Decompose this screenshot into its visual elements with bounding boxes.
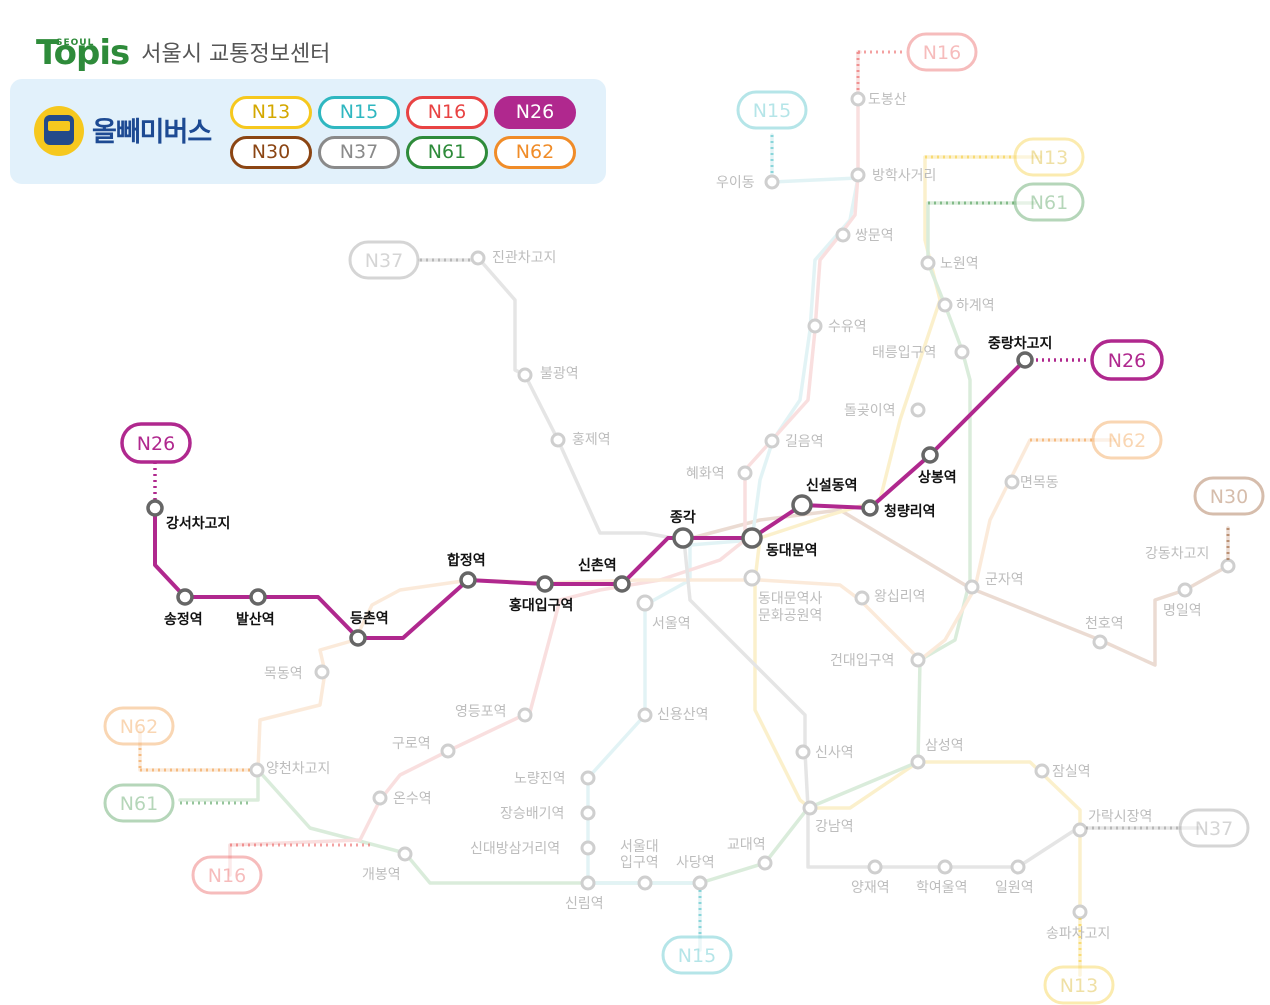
- station-label: 홍대입구역: [509, 597, 573, 614]
- svg-text:문화공원역: 문화공원역: [758, 608, 822, 624]
- terminal-label: N30: [1210, 486, 1248, 508]
- route-n61: [178, 201, 1037, 885]
- svg-text:하계역: 하계역: [956, 298, 995, 314]
- svg-text:학여울역: 학여울역: [916, 880, 968, 896]
- svg-text:홍제역: 홍제역: [572, 432, 611, 448]
- station-label: 강서차고지: [166, 515, 230, 532]
- terminal-n26-east: N26: [1108, 350, 1146, 372]
- svg-text:동대문역사: 동대문역사: [758, 591, 823, 607]
- svg-text:서울대: 서울대: [620, 839, 659, 855]
- svg-text:신림역: 신림역: [565, 896, 604, 912]
- svg-text:명일역: 명일역: [1163, 603, 1202, 619]
- terminal-label: N15: [753, 100, 791, 122]
- svg-text:사당역: 사당역: [676, 855, 715, 871]
- station-label: 발산역: [236, 611, 275, 628]
- svg-text:삼성역: 삼성역: [925, 738, 964, 754]
- svg-text:송파차고지: 송파차고지: [1046, 926, 1110, 942]
- svg-text:태릉입구역: 태릉입구역: [872, 345, 936, 361]
- station-label: 상봉역: [918, 469, 957, 486]
- svg-text:잠실역: 잠실역: [1052, 764, 1091, 780]
- legend-line-n61[interactable]: N61: [406, 136, 488, 169]
- bus-icon: [34, 106, 84, 156]
- svg-text:온수역: 온수역: [393, 791, 432, 807]
- route-n13: [753, 155, 1082, 977]
- svg-text:양재역: 양재역: [851, 880, 890, 896]
- station-label: 종각: [670, 509, 696, 526]
- legend-title: 올빼미버스: [92, 117, 212, 148]
- terminal-label: N16: [208, 865, 246, 887]
- svg-text:방학사거리: 방학사거리: [872, 168, 936, 184]
- svg-text:노원역: 노원역: [940, 256, 979, 272]
- svg-text:길음역: 길음역: [785, 434, 824, 450]
- svg-text:노량진역: 노량진역: [514, 771, 566, 787]
- svg-text:도봉산: 도봉산: [868, 92, 907, 108]
- station-label: 신설동역: [806, 477, 858, 494]
- svg-text:양천차고지: 양천차고지: [266, 761, 330, 777]
- svg-text:입구역: 입구역: [620, 855, 659, 871]
- route-n30: [682, 508, 1230, 667]
- station-label: 신촌역: [578, 557, 617, 574]
- legend-line-n16[interactable]: N16: [406, 96, 488, 129]
- terminal-label: N13: [1060, 975, 1098, 997]
- svg-text:쌍문역: 쌍문역: [855, 228, 894, 244]
- legend-line-n26[interactable]: N26: [494, 96, 576, 129]
- svg-text:신대방삼거리역: 신대방삼거리역: [470, 841, 560, 857]
- legend-line-n13[interactable]: N13: [230, 96, 312, 129]
- station-label: 송정역: [164, 611, 203, 628]
- station-label: 동대문역: [766, 542, 818, 559]
- station-label: 등촌역: [350, 610, 389, 627]
- station-label: 중랑차고지: [988, 336, 1052, 352]
- route-n62: [138, 438, 1117, 772]
- svg-text:우이동: 우이동: [716, 175, 755, 191]
- svg-text:불광역: 불광역: [540, 366, 579, 382]
- terminal-label: N62: [1108, 430, 1146, 452]
- svg-text:면목동: 면목동: [1020, 475, 1059, 491]
- svg-text:강남역: 강남역: [815, 819, 854, 835]
- svg-text:강동차고지: 강동차고지: [1145, 546, 1209, 562]
- svg-text:목동역: 목동역: [264, 666, 303, 682]
- svg-text:서울역: 서울역: [652, 616, 691, 632]
- svg-text:영등포역: 영등포역: [455, 704, 507, 720]
- terminal-label: N15: [678, 945, 716, 967]
- topis-logo: SEOUL Topis: [36, 33, 130, 73]
- svg-text:교대역: 교대역: [727, 837, 766, 853]
- terminal-label: N37: [1195, 818, 1233, 840]
- svg-text:개봉역: 개봉역: [362, 867, 401, 883]
- svg-text:구로역: 구로역: [392, 736, 431, 752]
- station-label: 청량리역: [884, 503, 936, 520]
- legend-line-n15[interactable]: N15: [318, 96, 400, 129]
- svg-text:돌곶이역: 돌곶이역: [844, 403, 896, 419]
- legend-line-n37[interactable]: N37: [318, 136, 400, 169]
- legend-line-n62[interactable]: N62: [494, 136, 576, 169]
- terminal-label: N61: [1030, 192, 1068, 214]
- header: SEOUL Topis 서울시 교통정보센터: [36, 26, 330, 70]
- svg-text:천호역: 천호역: [1085, 616, 1124, 632]
- terminal-n26-west: N26: [137, 433, 175, 455]
- svg-text:건대입구역: 건대입구역: [830, 653, 894, 669]
- svg-text:신용산역: 신용산역: [657, 707, 709, 723]
- svg-text:장승배기역: 장승배기역: [500, 806, 564, 822]
- terminal-label: N61: [120, 793, 158, 815]
- svg-text:수유역: 수유역: [828, 319, 867, 335]
- svg-text:군자역: 군자역: [985, 572, 1024, 588]
- terminal-label: N62: [120, 716, 158, 738]
- svg-text:일원역: 일원역: [995, 880, 1034, 896]
- org-name: 서울시 교통정보센터: [141, 42, 331, 67]
- terminal-label: N13: [1030, 147, 1068, 169]
- legend-line-n30[interactable]: N30: [230, 136, 312, 169]
- svg-text:왕십리역: 왕십리역: [874, 589, 926, 605]
- svg-text:가락시장역: 가락시장역: [1088, 809, 1152, 825]
- terminal-label: N37: [365, 250, 403, 272]
- svg-text:신사역: 신사역: [815, 745, 854, 761]
- terminal-label: N16: [923, 42, 961, 64]
- svg-text:진관차고지: 진관차고지: [492, 250, 556, 266]
- station-label: 합정역: [447, 552, 486, 569]
- svg-text:혜화역: 혜화역: [686, 466, 725, 482]
